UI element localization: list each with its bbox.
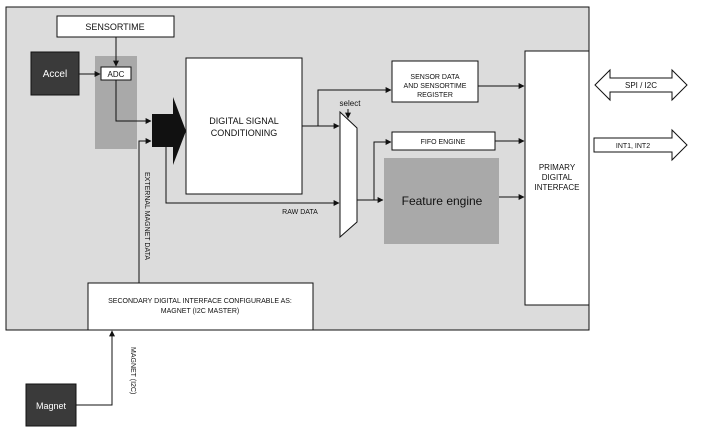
primary-line2: DIGITAL bbox=[542, 173, 573, 182]
sensor-data-line3: REGISTER bbox=[417, 92, 453, 99]
select-label: select bbox=[340, 99, 362, 108]
spi-i2c-double-arrow bbox=[594, 68, 688, 102]
mux-arrow-shape bbox=[152, 97, 186, 165]
int-arrow bbox=[593, 128, 688, 162]
external-magnet-data-label: EXTERNAL MAGNET DATA bbox=[143, 172, 150, 260]
secondary-digital-interface-block bbox=[87, 282, 314, 331]
primary-line3: INTERFACE bbox=[535, 183, 580, 192]
accel-block bbox=[30, 51, 80, 96]
primary-line1: PRIMARY bbox=[539, 163, 576, 172]
raw-data-label: RAW DATA bbox=[282, 209, 318, 216]
sensor-data-line2: AND SENSORTIME bbox=[404, 83, 467, 90]
external-magnet-line bbox=[138, 138, 152, 283]
dsc-label-line2: CONDITIONING bbox=[211, 128, 278, 138]
dsc-label-line1: DIGITAL SIGNAL bbox=[209, 116, 279, 126]
secondary-line2: MAGNET (I2C MASTER) bbox=[161, 308, 239, 315]
fifo-engine-label: FIFO ENGINE bbox=[421, 139, 466, 146]
dsc-to-sensor-register-line bbox=[317, 87, 392, 126]
magnet-block bbox=[25, 383, 77, 427]
sensor-data-register-block bbox=[391, 60, 479, 103]
adc-to-mux-line bbox=[115, 80, 152, 124]
int-label: INT1, INT2 bbox=[616, 143, 650, 150]
feature-engine-block bbox=[384, 158, 499, 244]
sensor-data-line1: SENSOR DATA bbox=[410, 74, 459, 81]
magnet-i2c-label: MAGNET (I2C) bbox=[129, 347, 136, 394]
accel-label: Accel bbox=[43, 69, 67, 80]
adc-label: ADC bbox=[108, 70, 125, 79]
raw-data-line bbox=[165, 147, 340, 206]
connections bbox=[76, 37, 525, 406]
feature-engine-label: Feature engine bbox=[402, 194, 483, 208]
spi-i2c-label: SPI / I2C bbox=[625, 81, 657, 90]
select-mux bbox=[339, 110, 358, 239]
secondary-line1: SECONDARY DIGITAL INTERFACE CONFIGURABLE… bbox=[108, 298, 292, 305]
magnet-label: Magnet bbox=[36, 401, 67, 411]
magnet-to-secondary-line bbox=[76, 330, 115, 406]
digital-signal-conditioning-block bbox=[185, 57, 303, 195]
sensortime-label: SENSORTIME bbox=[85, 22, 144, 32]
primary-digital-interface-block bbox=[524, 50, 590, 306]
